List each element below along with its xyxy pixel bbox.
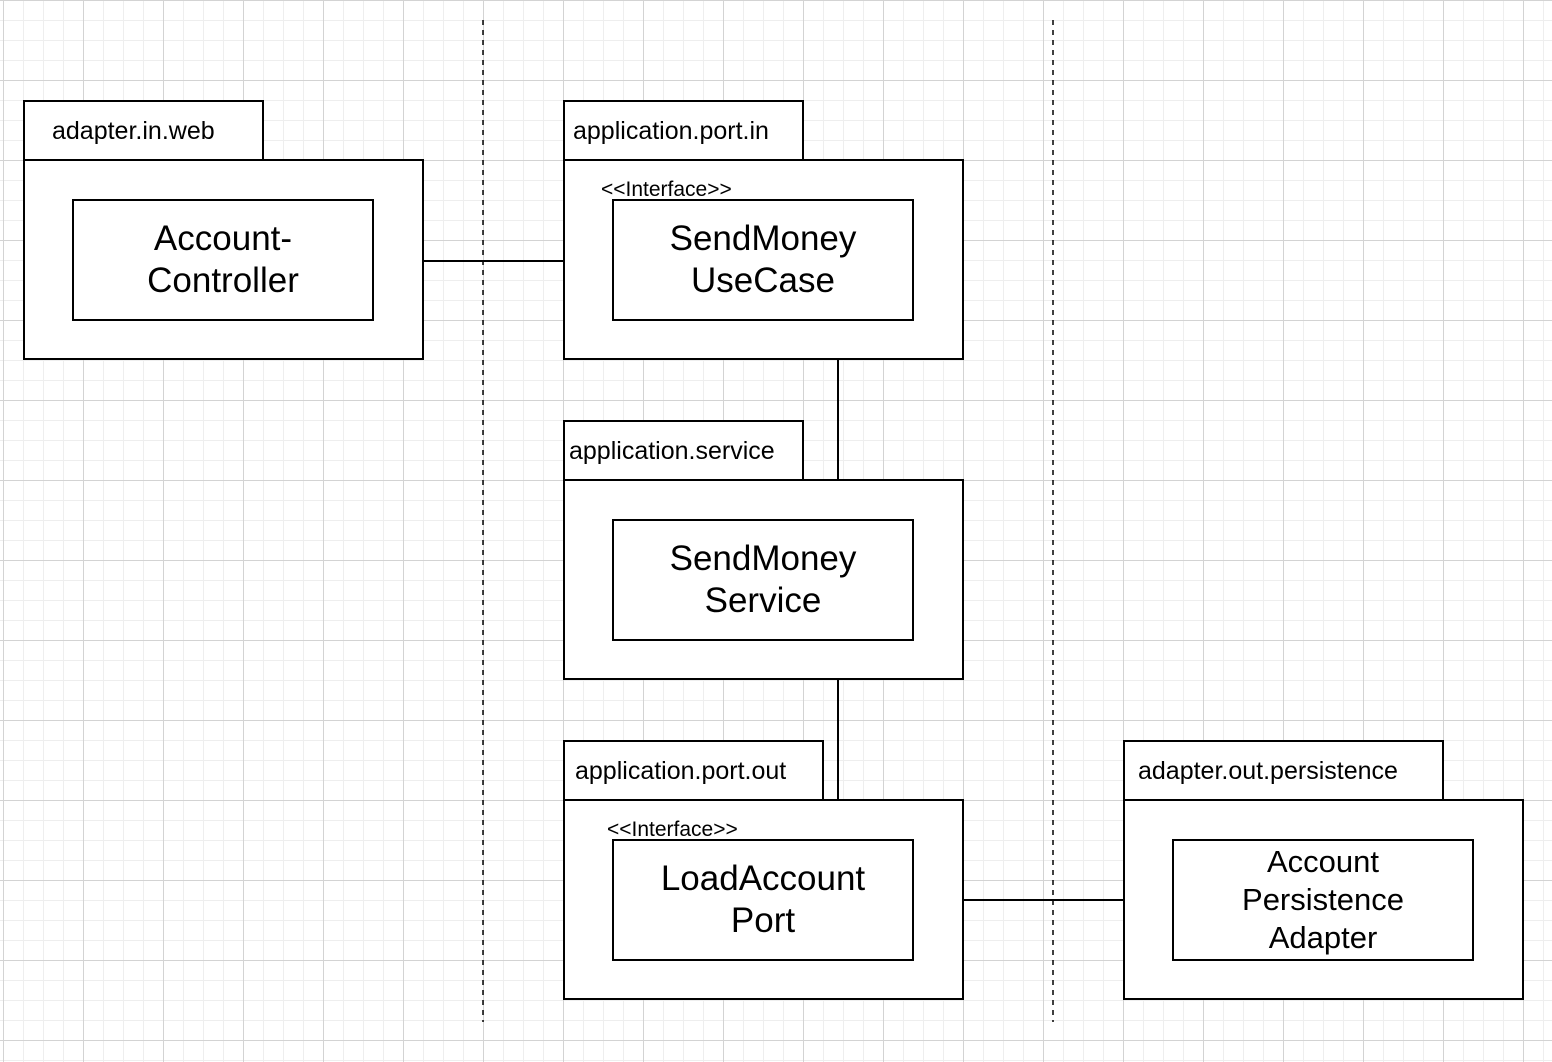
- package-label-application-port-in: application.port.in: [573, 117, 769, 145]
- class-account-persistence-adapter[interactable]: Account Persistence Adapter: [1172, 839, 1474, 961]
- package-tab-adapter-in-web[interactable]: adapter.in.web: [23, 100, 264, 161]
- package-label-application-service: application.service: [569, 437, 775, 465]
- class-load-account-port[interactable]: LoadAccount Port: [612, 839, 914, 961]
- package-tab-application-port-out[interactable]: application.port.out: [563, 740, 824, 801]
- class-account-controller[interactable]: Account- Controller: [72, 199, 374, 321]
- package-tab-application-port-in[interactable]: application.port.in: [563, 100, 804, 161]
- package-label-adapter-in-web: adapter.in.web: [52, 117, 215, 145]
- stereotype-send-money-use-case: <<Interface>>: [601, 178, 732, 201]
- package-tab-application-service[interactable]: application.service: [563, 420, 804, 481]
- package-tab-adapter-out-persistence[interactable]: adapter.out.persistence: [1123, 740, 1444, 801]
- stereotype-load-account-port: <<Interface>>: [607, 818, 738, 841]
- class-send-money-service[interactable]: SendMoney Service: [612, 519, 914, 641]
- package-label-adapter-out-persistence: adapter.out.persistence: [1138, 757, 1398, 785]
- package-label-application-port-out: application.port.out: [575, 757, 787, 785]
- class-send-money-use-case[interactable]: SendMoney UseCase: [612, 199, 914, 321]
